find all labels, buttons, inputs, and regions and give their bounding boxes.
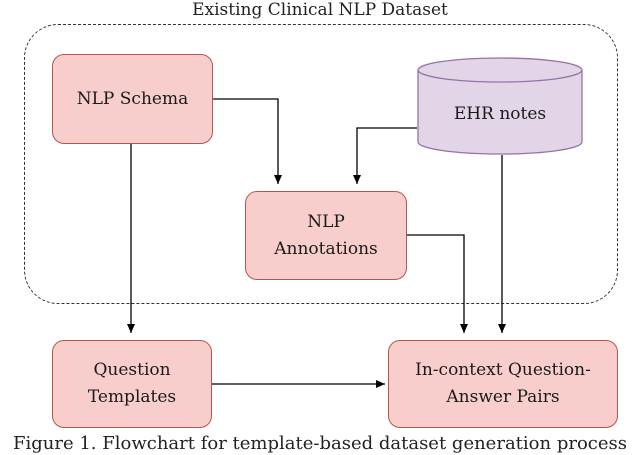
- qa-pairs-label-line1: In-context Question-: [415, 360, 591, 380]
- nlp-schema-label: NLP Schema: [76, 88, 189, 109]
- qa-pairs-label-line2: Answer Pairs: [446, 387, 560, 407]
- ehr-notes-database-icon: [417, 57, 583, 155]
- arrow-schema-to-annotations: [213, 98, 282, 184]
- nlp-schema-node: NLP Schema: [52, 54, 213, 144]
- question-templates-label-line1: Question: [93, 360, 171, 380]
- dataset-group-title: Existing Clinical NLP Dataset: [192, 0, 448, 20]
- ehr-notes-label: EHR notes: [453, 104, 547, 124]
- nlp-annotations-label-line2: Annotations: [274, 238, 378, 259]
- question-templates-label-line2: Templates: [87, 387, 177, 407]
- nlp-annotations-node: NLP Annotations: [245, 191, 407, 280]
- qa-pairs-node: In-context Question- Answer Pairs: [388, 340, 618, 428]
- figure-caption: Figure 1. Flowchart for template-based d…: [13, 433, 627, 454]
- arrow-ehr-to-annotations: [353, 127, 417, 184]
- dataset-group-boundary: [24, 24, 618, 304]
- nlp-annotations-label-line1: NLP: [307, 211, 345, 232]
- question-templates-node: Question Templates: [52, 340, 212, 428]
- arrow-annotations-to-qa: [407, 234, 468, 333]
